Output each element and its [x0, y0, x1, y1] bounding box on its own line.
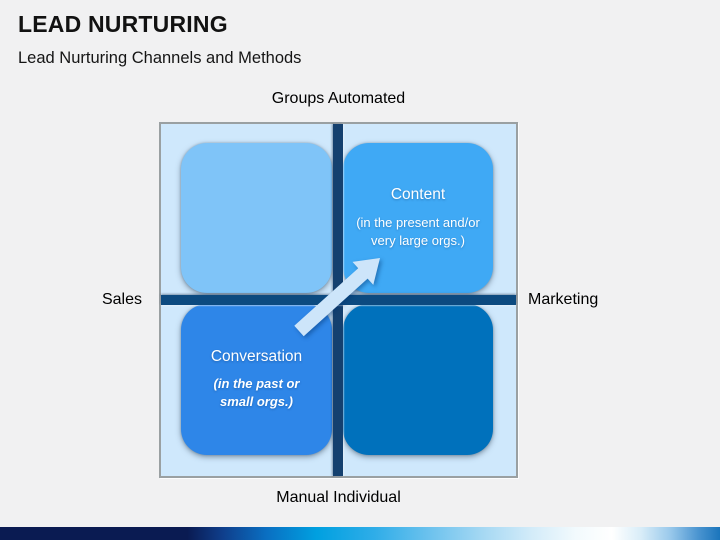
quadrant-sublabel: (in the past or small orgs.): [213, 376, 300, 410]
quadrant-sublabel: (in the present and/or very large orgs.): [356, 214, 480, 248]
axis-label-right: Marketing: [528, 291, 599, 308]
quadrant-label: Conversation: [210, 347, 303, 365]
diagonal-arrow-icon: [294, 258, 380, 337]
axis-label-top: Groups Automated: [271, 90, 406, 107]
footer-gradient-bar: [0, 527, 720, 540]
quadrant-label: Content: [390, 186, 446, 204]
quadrant-top-left: [181, 143, 332, 293]
axis-label-left: Sales: [101, 291, 142, 308]
quadrant-bottom-right: [343, 304, 493, 455]
page-subtitle: Lead Nurturing Channels and Methods: [18, 49, 302, 67]
quadrant-matrix: Content (in the present and/or very larg…: [159, 122, 518, 478]
axis-label-bottom: Manual Individual: [276, 489, 401, 506]
page-title: LEAD NURTURING: [18, 11, 228, 37]
